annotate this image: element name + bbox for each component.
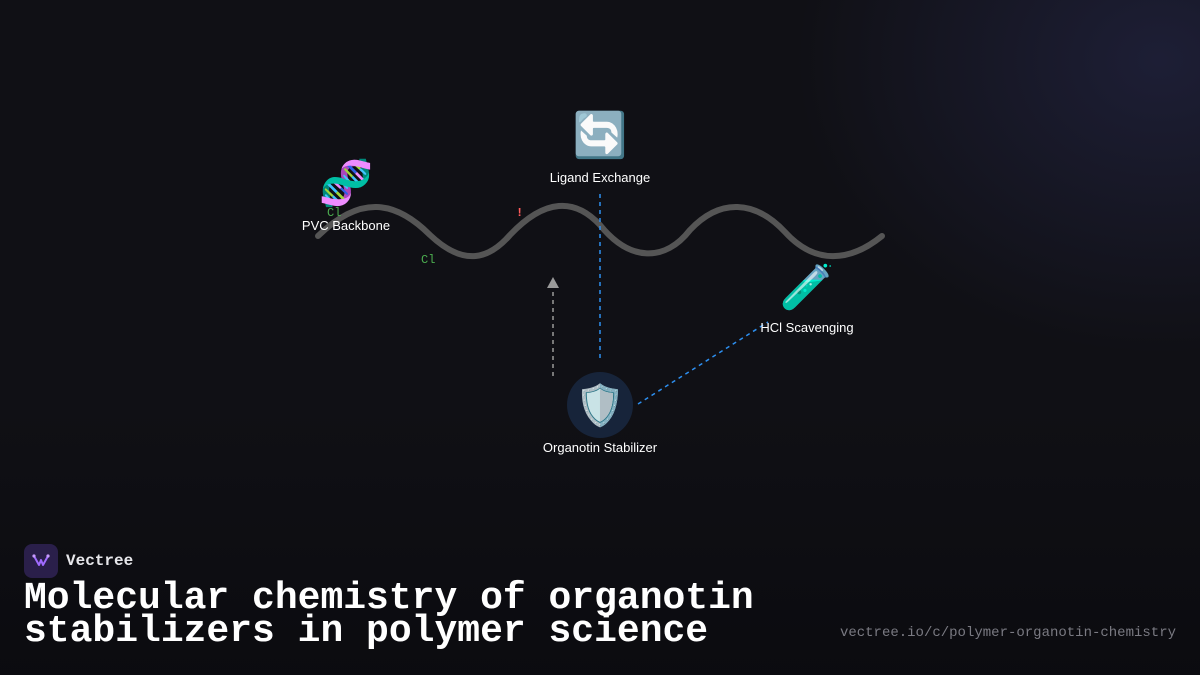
node-pvc-backbone-label-wrap: PVC Backbone (286, 218, 406, 233)
test-tube-icon: 🧪 (779, 262, 835, 313)
organotin-stabilizer-label: Organotin Stabilizer (542, 440, 658, 455)
chlorine-atom-label: Cl (327, 206, 342, 220)
dna-icon: 🧬 (318, 158, 374, 209)
brand: Vectree (24, 544, 133, 578)
ligand-exchange-label: Ligand Exchange (549, 170, 651, 185)
organotin-stabilizer-badge: 🛡️ (567, 372, 633, 438)
pvc-backbone-label: PVC Backbone (301, 218, 391, 233)
arrows-cycle-icon: 🔄 (572, 110, 628, 161)
arrowhead (547, 277, 559, 288)
link-stabilizer-hcl (637, 321, 769, 405)
vectree-logo-icon (24, 544, 58, 578)
node-hcl-scavenging: 🧪 HCl Scavenging (747, 262, 867, 335)
brand-name: Vectree (66, 552, 134, 570)
node-pvc-backbone: 🧬 (296, 158, 396, 210)
node-ligand-exchange: 🔄 Ligand Exchange (540, 110, 660, 185)
pvc-chain (315, 202, 885, 260)
chlorine-atom-label: Cl (421, 253, 436, 267)
page-url[interactable]: vectree.io/c/polymer-organotin-chemistry (839, 625, 1176, 641)
node-organotin-stabilizer: Organotin Stabilizer (520, 440, 680, 455)
vectree-logo-mark (32, 554, 50, 566)
hcl-scavenging-label: HCl Scavenging (760, 320, 854, 335)
page-title: Molecular chemistry of organotin stabili… (24, 577, 754, 653)
shield-icon: 🛡️ (575, 382, 625, 429)
reaction-site-marker: ! (516, 206, 524, 220)
